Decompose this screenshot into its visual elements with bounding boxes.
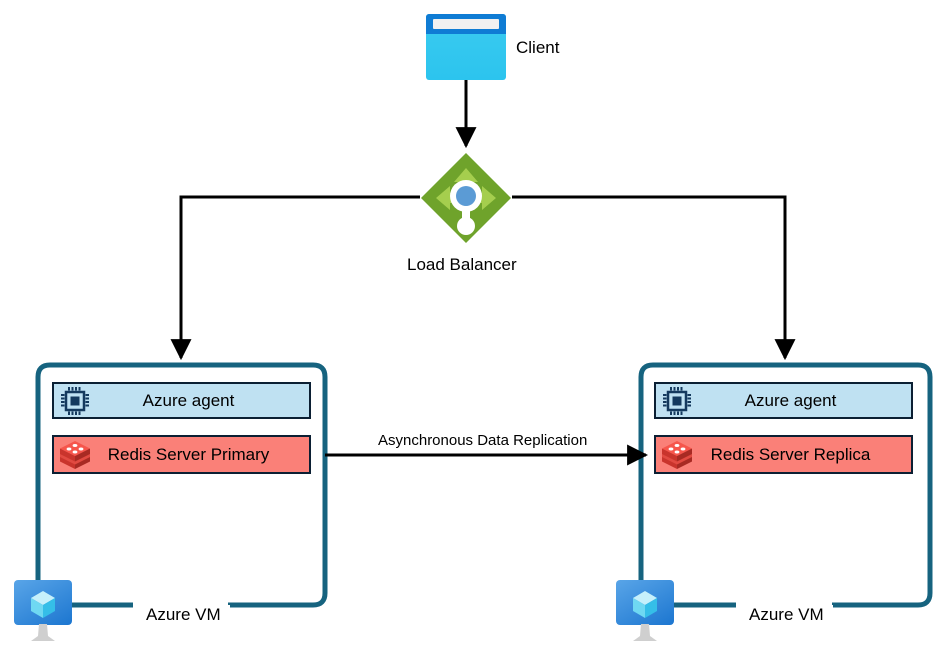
client-label: Client — [516, 38, 560, 57]
azure-vm-monitor-icon — [9, 580, 73, 642]
edge-lb-to-vm-right — [512, 195, 796, 361]
vm-screen — [14, 580, 72, 625]
edge-lb-to-vm-left — [170, 195, 420, 361]
browser-url-bar — [433, 19, 499, 29]
vm-left-label: Azure VM — [137, 605, 230, 625]
service-label: Redis Server Primary — [107, 444, 270, 464]
load-balancer-diamond-icon — [420, 152, 512, 244]
service-box-azure-agent-left: Azure agent — [52, 382, 311, 419]
service-label: Azure agent — [142, 390, 235, 410]
service-box-azure-agent-right: Azure agent — [654, 382, 913, 419]
vm-screen — [616, 580, 674, 625]
load-balancer-label: Load Balancer — [407, 255, 517, 274]
cpu-chip-icon — [660, 384, 694, 418]
azure-vm-monitor-icon — [611, 580, 675, 642]
service-box-redis-replica: Redis Server Replica — [654, 435, 913, 474]
browser-window-icon — [426, 14, 506, 80]
redis-cube-icon — [660, 438, 694, 472]
cpu-chip-icon — [58, 384, 92, 418]
service-box-redis-primary: Redis Server Primary — [52, 435, 311, 474]
service-label: Azure agent — [744, 390, 837, 410]
redis-cube-icon — [58, 438, 92, 472]
replication-edge-label: Asynchronous Data Replication — [374, 432, 592, 450]
vm-stand — [632, 624, 658, 642]
vm-stand — [30, 624, 56, 642]
vm-right-label: Azure VM — [740, 605, 833, 625]
service-label: Redis Server Replica — [710, 444, 871, 464]
